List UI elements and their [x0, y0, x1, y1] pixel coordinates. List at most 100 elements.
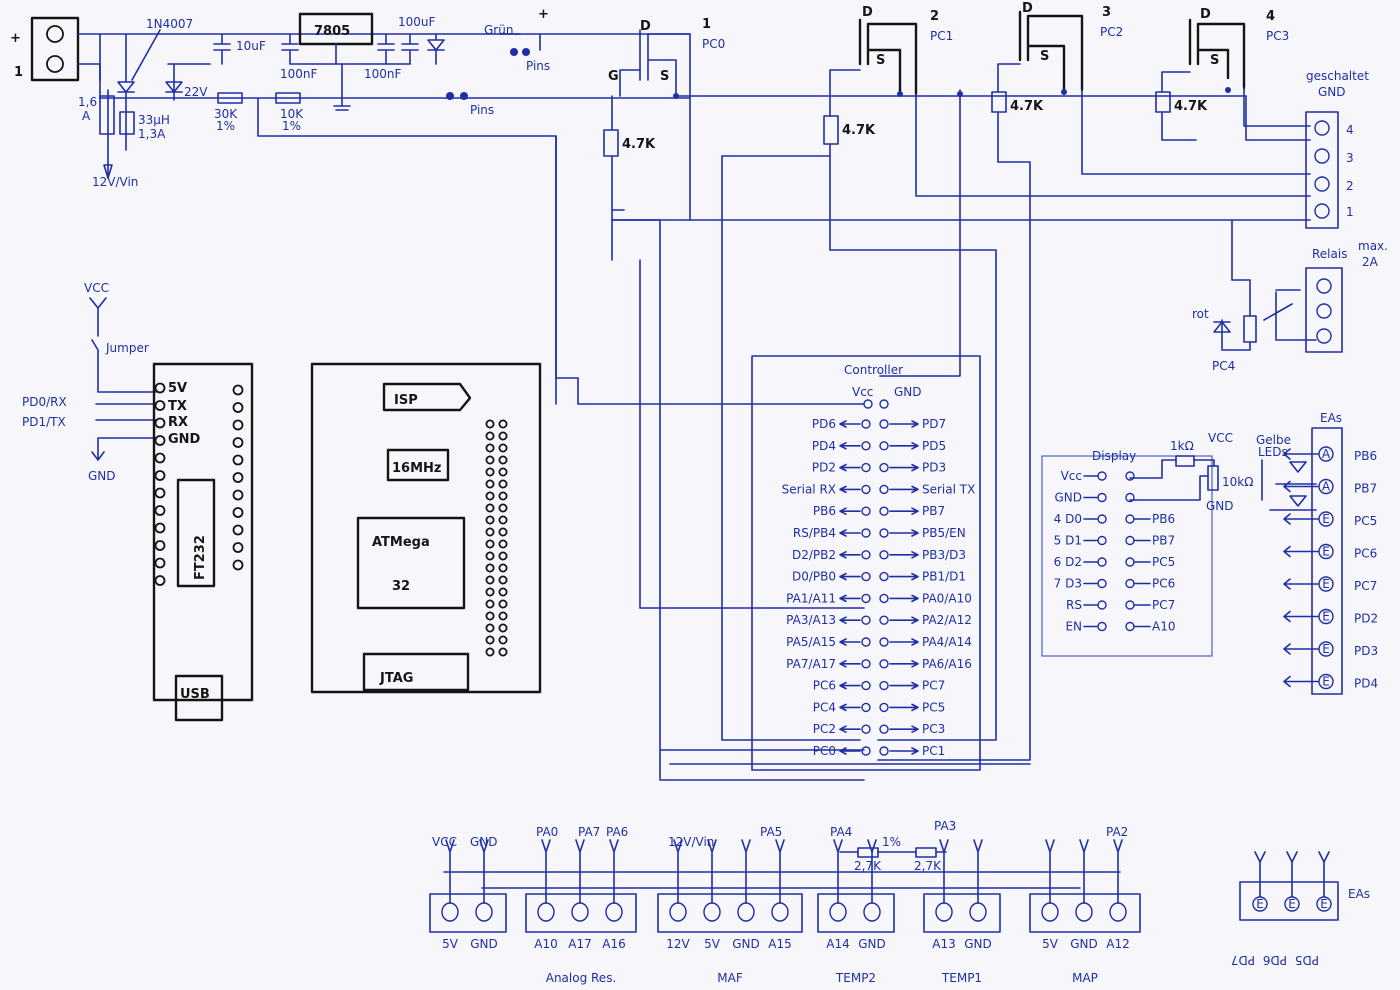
atmega-pin [485, 623, 495, 633]
controller-pin [879, 680, 889, 691]
connector-housing [525, 893, 637, 933]
ft-vcc-label: VCC [84, 281, 109, 295]
eas2-pin [1252, 896, 1268, 912]
display-pin [1125, 535, 1135, 546]
cap3-value: 100nF [280, 67, 318, 81]
connector-pin [737, 902, 755, 922]
atmega-pin [485, 647, 495, 657]
controller-pin-left: PB6 [813, 504, 836, 518]
eas-bottom-title: EAs [1348, 887, 1370, 901]
fet1-source: S [660, 69, 669, 84]
arrow-right-icon [889, 616, 919, 624]
connector-pin-label: A12 [1106, 937, 1129, 951]
switched-pin-1 [1314, 203, 1330, 219]
leds-label-2: LEDs [1258, 445, 1288, 459]
display-pin-left: 5 D1 [1054, 534, 1082, 548]
atmega-pin [485, 587, 495, 597]
connector-pin [1075, 902, 1093, 922]
ft-pin-gnd: GND [168, 432, 201, 447]
fet3-resistor-value: 4.7K [1010, 99, 1044, 114]
ft-pin [232, 454, 244, 466]
atmega-pin [498, 539, 508, 549]
connector-name: Analog Res. [546, 971, 617, 985]
fet1-resistor-value: 4.7K [622, 137, 656, 152]
controller-pin-left: PD4 [812, 439, 836, 453]
eas-lead [1283, 675, 1319, 688]
eas-pin-type: E [1322, 675, 1330, 689]
display-pin-left: RS [1066, 598, 1082, 612]
arrow-left-icon [839, 463, 861, 472]
display-pin-left: Vcc [1061, 469, 1082, 483]
controller-pin-right: PC1 [922, 744, 945, 758]
cap2-value: 100uF [398, 15, 436, 29]
connector-lead [775, 839, 785, 904]
connector-pin [669, 902, 687, 922]
fuse-value: 1,6 [78, 95, 97, 109]
atmega-pin [498, 431, 508, 441]
fet3-port: PC2 [1100, 25, 1123, 39]
ft-pin [154, 522, 166, 534]
controller-pin-right: PD3 [922, 461, 946, 475]
conn-pa3: PA3 [934, 819, 956, 833]
atmega-pin [498, 443, 508, 453]
controller-pin-right: PA0/A10 [922, 591, 972, 605]
eas2-port-label: PD5 [1295, 953, 1319, 967]
display-pin-left: EN [1065, 620, 1082, 634]
connector-lead [479, 839, 489, 904]
controller-pin [861, 484, 871, 495]
r2-tolerance: 1% [282, 119, 301, 133]
display-pin [1097, 600, 1107, 610]
controller-pin-left: PC2 [813, 722, 836, 736]
controller-pin-right: PA4/A14 [922, 635, 972, 649]
arrow-left-icon [839, 485, 861, 494]
arrow-right-icon [889, 529, 919, 537]
controller-pin-right: PA6/A16 [922, 657, 972, 671]
eas-pin [1318, 673, 1334, 690]
r1-value: 30K [214, 107, 238, 121]
connector-pin [771, 902, 789, 922]
display-pin-left: 6 D2 [1054, 555, 1082, 569]
atmega-pin [485, 491, 495, 501]
arrow-left-icon [839, 594, 861, 603]
controller-pin [879, 484, 889, 495]
controller-pin-left: D0/PB0 [792, 570, 836, 584]
ft232-left-pins [154, 382, 166, 586]
isp-header [382, 382, 472, 412]
ft232-chip [176, 478, 216, 588]
conn-vcc: VCC [432, 835, 457, 849]
arrow-left-icon [839, 660, 861, 668]
plus-sign: + [10, 31, 21, 46]
controller-box [751, 355, 981, 771]
display-pin-right: PC7 [1152, 598, 1175, 612]
fet4-resistor-icon [1155, 91, 1171, 113]
controller-pin [879, 593, 889, 604]
display-resistor-value: 1kΩ [1170, 439, 1194, 453]
arrow-left-icon [839, 572, 861, 581]
ft232-right-pins [232, 384, 244, 571]
fuse-unit: A [82, 109, 91, 123]
controller-pin-left: PC4 [813, 700, 836, 714]
display-pin [1097, 535, 1107, 546]
power-supply: + 1 1,6 A 12V/Vin 1N4007 33µH 1,3A 22V 3… [10, 7, 691, 379]
ft-pin [154, 400, 166, 411]
fet2-drain: D [862, 5, 873, 20]
controller-pin-left: PD6 [812, 417, 836, 431]
eas-pin-type: A [1322, 447, 1331, 461]
display-pin-right: PB7 [1152, 534, 1175, 548]
atmega-pin [498, 563, 508, 573]
conn-gnd: GND [470, 835, 498, 849]
eas-pin [1318, 446, 1334, 462]
fet4-drain: D [1200, 7, 1211, 22]
display-pot-icon [1207, 465, 1219, 491]
relay-port: PC4 [1212, 359, 1235, 373]
controller-pin [879, 637, 889, 647]
terminal-screw-icon [46, 55, 64, 73]
arrow-right-icon [889, 551, 919, 559]
controller-pin [879, 506, 889, 516]
connector-housing [657, 893, 803, 933]
eas-port-label: PB7 [1354, 482, 1377, 496]
relay-led-label: rot [1192, 307, 1209, 321]
display-resistor-icon [1175, 455, 1195, 467]
controller-pin-left: PA5/A15 [786, 635, 836, 649]
